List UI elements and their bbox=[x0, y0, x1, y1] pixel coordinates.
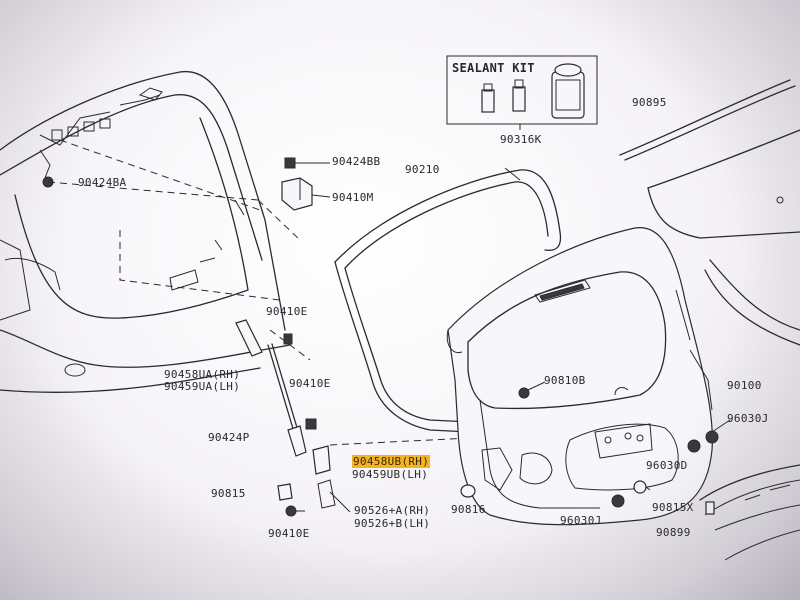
back-door-panel bbox=[446, 227, 713, 526]
part-number-90100: 90100 bbox=[727, 379, 762, 392]
part-number-90424BB: 90424BB bbox=[332, 155, 381, 168]
part-number-90410E-upper: 90410E bbox=[266, 305, 308, 318]
part-number-90316K: 90316K bbox=[500, 133, 542, 146]
sealant-kit-title: SEALANT KIT bbox=[452, 61, 535, 75]
gas-stay-parts bbox=[235, 319, 351, 517]
highlighted-part-label: 90458UB(RH) bbox=[352, 455, 431, 468]
part-number-96030J-upper: 96030J bbox=[727, 412, 769, 425]
part-number-90459UB: 90459UB(LH) bbox=[352, 468, 429, 481]
part-number-90210: 90210 bbox=[405, 163, 440, 176]
part-number-90410M: 90410M bbox=[332, 191, 374, 204]
part-number-90410E-lower: 90410E bbox=[268, 527, 310, 540]
part-number-96030J-lower: 96030J bbox=[560, 514, 602, 527]
hinge-bracket-parts bbox=[281, 157, 331, 211]
part-number-90459UA: 90459UA(LH) bbox=[164, 380, 241, 393]
part-number-90424BA: 90424BA bbox=[78, 176, 127, 189]
part-number-90895: 90895 bbox=[632, 96, 667, 109]
part-number-90458UA: 90458UA(RH) bbox=[164, 368, 241, 381]
part-number-90810B: 90810B bbox=[544, 374, 586, 387]
part-number-90410E-middle: 90410E bbox=[289, 377, 331, 390]
leader-dashes bbox=[47, 139, 471, 446]
part-number-90526A: 90526+A(RH) bbox=[354, 504, 431, 517]
vehicle-body-outline bbox=[0, 70, 291, 393]
part-number-90815X: 90815X bbox=[652, 501, 694, 514]
part-number-96030D: 96030D bbox=[646, 459, 688, 472]
weatherstrip-seal bbox=[334, 167, 562, 433]
part-number-90526B: 90526+B(LH) bbox=[354, 517, 431, 530]
small-fasteners bbox=[460, 381, 731, 515]
rear-glass bbox=[619, 79, 800, 561]
part-number-90458UB: 90458UB(RH) bbox=[352, 455, 431, 468]
part-number-90424P: 90424P bbox=[208, 431, 250, 444]
sealant-kit-box bbox=[446, 55, 598, 130]
part-number-90816: 90816 bbox=[451, 503, 486, 516]
part-number-90815: 90815 bbox=[211, 487, 246, 500]
part-number-90899: 90899 bbox=[656, 526, 691, 539]
